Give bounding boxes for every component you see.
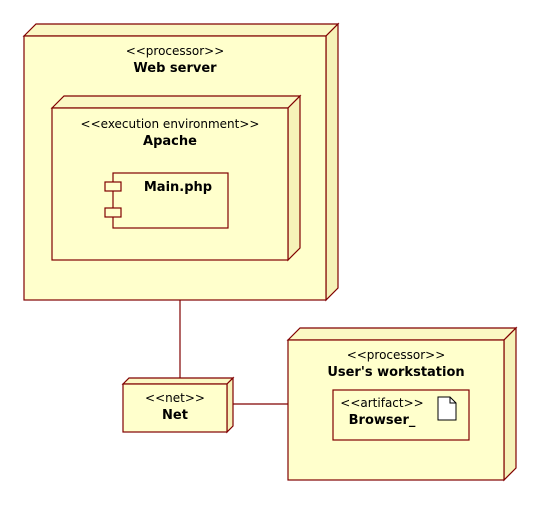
node-net[interactable]: <<net>> Net	[121, 376, 235, 434]
workstation-name: User's workstation	[327, 365, 464, 380]
component-icon	[104, 181, 122, 218]
workstation-stereotype: <<processor>>	[347, 348, 446, 362]
apache-stereotype: <<execution environment>>	[81, 117, 260, 131]
browser-name: Browser_	[349, 413, 416, 428]
apache-name: Apache	[143, 134, 197, 149]
component-main-php[interactable]: Main.php	[104, 172, 229, 229]
artifact-browser[interactable]: <<artifact>> Browser_	[332, 389, 470, 441]
net-name: Net	[162, 408, 188, 423]
browser-stereotype: <<artifact>>	[340, 396, 423, 410]
web-server-name: Web server	[133, 61, 217, 76]
artifact-document-icon	[437, 396, 457, 421]
main-php-name: Main.php	[144, 180, 212, 195]
net-stereotype: <<net>>	[145, 391, 205, 405]
web-server-stereotype: <<processor>>	[126, 44, 225, 58]
